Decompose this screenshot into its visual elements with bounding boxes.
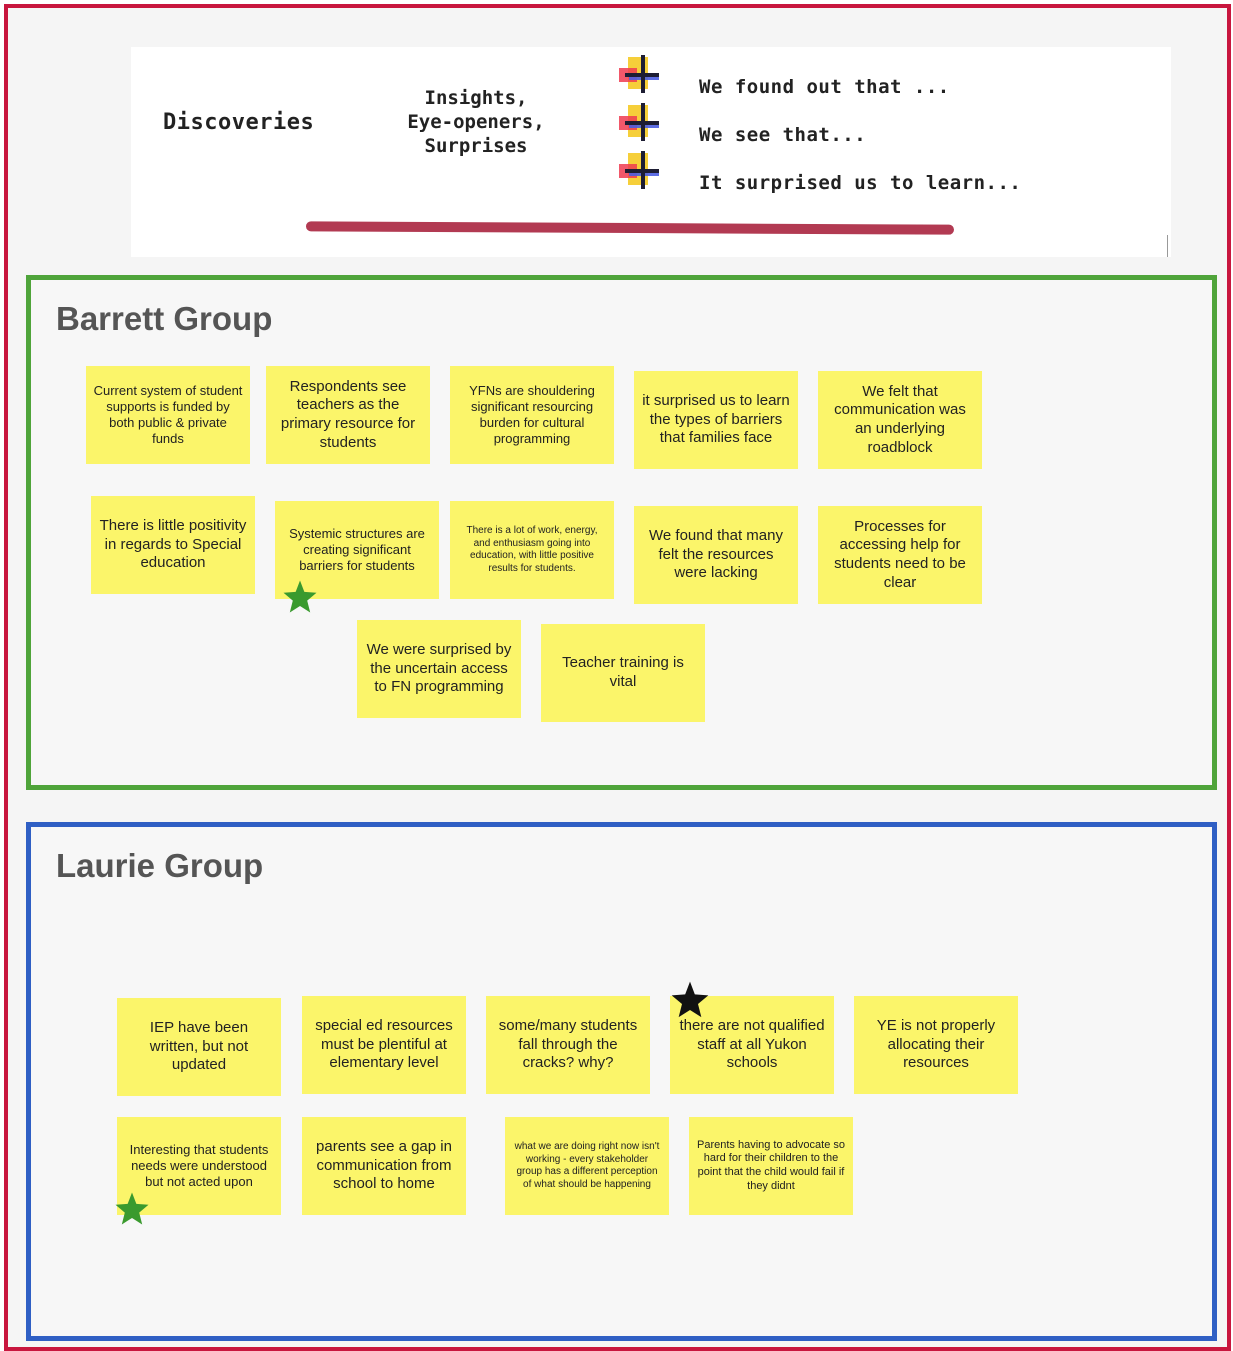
cross-marker-icon — [619, 103, 663, 143]
cross-marker-icon — [619, 55, 663, 95]
sticky-note[interactable]: We were surprised by the uncertain acces… — [357, 620, 521, 718]
insights-subtitle: Insights, Eye-openers, Surprises — [390, 86, 562, 158]
sticky-note[interactable]: parents see a gap in communication from … — [302, 1117, 466, 1215]
sticky-note[interactable]: special ed resources must be plentiful a… — [302, 996, 466, 1094]
sticky-note[interactable]: IEP have been written, but not updated — [117, 998, 281, 1096]
subtitle-line: Insights, — [424, 87, 528, 109]
sticky-note[interactable]: Current system of student supports is fu… — [86, 366, 250, 464]
laurie-group-frame[interactable]: Laurie Group IEP have been written, but … — [26, 822, 1217, 1341]
sticky-note[interactable]: Systemic structures are creating signifi… — [275, 501, 439, 599]
cross-marker-icon — [619, 151, 663, 191]
green-star-icon[interactable] — [282, 579, 318, 615]
sticky-note[interactable]: Interesting that students needs were und… — [117, 1117, 281, 1215]
phrase-found-out: We found out that ... — [699, 76, 950, 98]
sticky-note[interactable]: There is little positivity in regards to… — [91, 496, 255, 594]
sticky-note[interactable]: YFNs are shouldering significant resourc… — [450, 366, 614, 464]
subtitle-line: Surprises — [424, 135, 528, 157]
discoveries-title: Discoveries — [163, 110, 315, 135]
sticky-note[interactable]: We found that many felt the resources we… — [634, 506, 798, 604]
group-title: Laurie Group — [56, 847, 264, 884]
sticky-note[interactable]: Respondents see teachers as the primary … — [266, 366, 430, 464]
group-title: Barrett Group — [56, 300, 273, 337]
subtitle-line: Eye-openers, — [407, 111, 545, 133]
sticky-note[interactable]: There is a lot of work, energy, and enth… — [450, 501, 614, 599]
header-card — [131, 47, 1171, 257]
sticky-note[interactable]: some/many students fall through the crac… — [486, 996, 650, 1094]
sticky-note[interactable]: it surprised us to learn the types of ba… — [634, 371, 798, 469]
green-star-icon[interactable] — [114, 1191, 150, 1227]
sticky-note[interactable]: YE is not properly allocating their reso… — [854, 996, 1018, 1094]
sticky-note[interactable]: Teacher training is vital — [541, 624, 705, 722]
header-card-edge — [1167, 235, 1168, 257]
sticky-note[interactable]: Processes for accessing help for student… — [818, 506, 982, 604]
phrase-see-that: We see that... — [699, 124, 867, 146]
barrett-group-frame[interactable]: Barrett Group Current system of student … — [26, 275, 1217, 790]
black-star-icon[interactable] — [670, 980, 710, 1020]
phrase-surprised: It surprised us to learn... — [699, 172, 1022, 194]
sticky-note[interactable]: We felt that communication was an underl… — [818, 371, 982, 469]
sticky-note[interactable]: Parents having to advocate so hard for t… — [689, 1117, 853, 1215]
sticky-note[interactable]: what we are doing right now isn't workin… — [505, 1117, 669, 1215]
